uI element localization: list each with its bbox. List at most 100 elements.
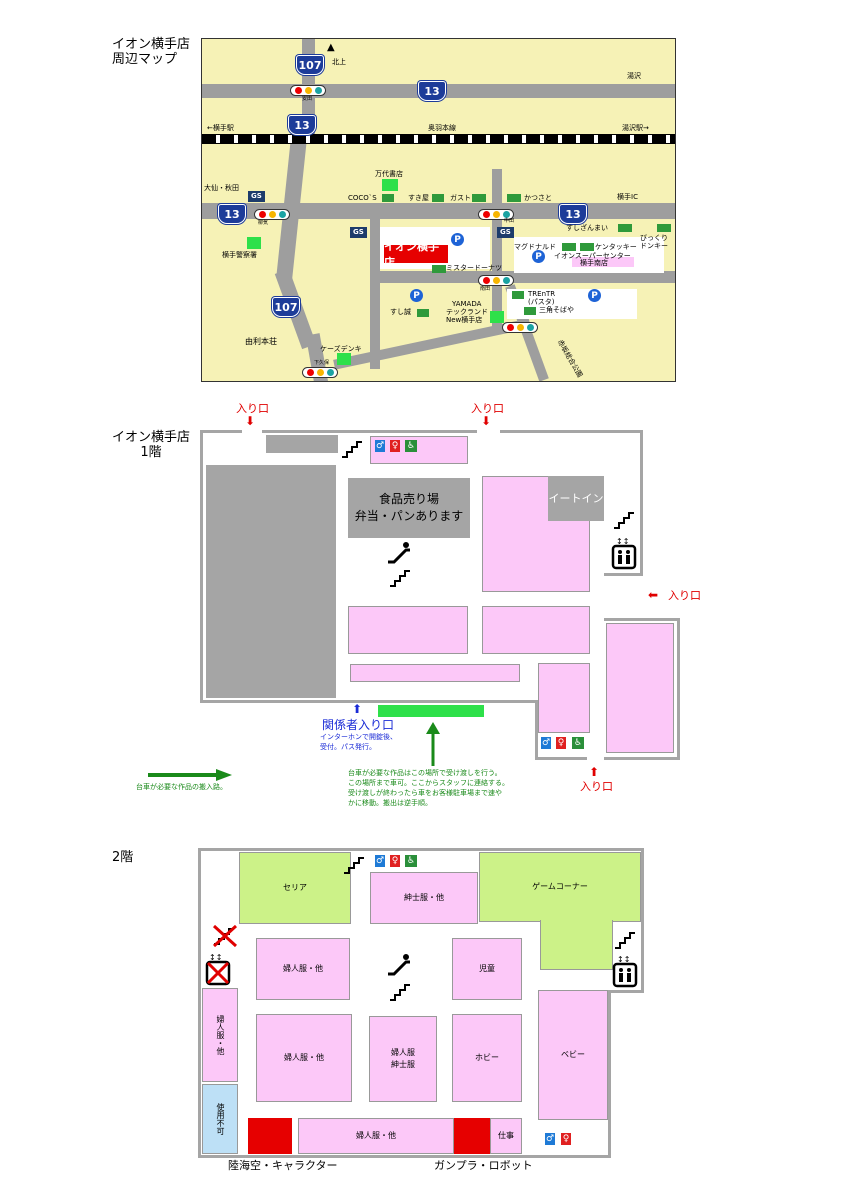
floor1-shop-block <box>350 664 520 682</box>
route107-shield: 107 <box>296 55 324 75</box>
unusable-area: 使用不可 <box>202 1084 238 1154</box>
arrow-down-icon: ⬇ <box>245 414 256 428</box>
map-title: イオン横手店 周辺マップ <box>112 37 191 67</box>
police-label: 横手警察署 <box>222 251 257 259</box>
bikkuri-label: ドンキー <box>640 242 668 250</box>
mens-shop: 紳士服・他 <box>370 872 478 924</box>
gas-station-icon: GS <box>350 227 367 238</box>
coco-label: COCO`S <box>348 194 377 202</box>
floor2-wall <box>198 848 644 851</box>
womens-shop: 婦人服・他 <box>298 1118 454 1154</box>
yamada-label: YAMADA <box>452 300 482 308</box>
gust-marker <box>472 194 486 202</box>
traffic-signal-icon <box>302 367 338 378</box>
road-aeon-west <box>370 219 380 369</box>
yamada-label: New横手店 <box>446 316 483 324</box>
mcdonalds-marker <box>562 243 576 251</box>
womens-shop: 婦人服・他 <box>256 938 350 1000</box>
legend-arrow-icon <box>148 769 232 781</box>
sushisei-marker <box>417 309 429 317</box>
route13-shield: 13 <box>218 204 246 224</box>
yamada-label: テックランド <box>446 308 488 316</box>
route107-shield: 107 <box>272 297 300 317</box>
game-corner: ゲームコーナー <box>479 852 641 922</box>
bikkuri-label: びっくり <box>640 234 668 242</box>
floor1-title: イオン横手店 1階 <box>112 430 191 460</box>
food-section: 食品売り場 弁当・パンあります <box>348 478 470 538</box>
chuo-label: 中田 <box>504 218 515 224</box>
wheelchair-icon: ♿ <box>572 737 584 749</box>
yamada-marker <box>490 311 504 323</box>
yokote-station-label: ←横手駅 <box>207 124 234 132</box>
floor1-wall <box>535 700 538 760</box>
floor1-wall <box>262 430 477 433</box>
ksdenki-label: ケーズデンキ <box>320 345 362 353</box>
sukiya-marker <box>432 194 444 202</box>
route13-shield: 13 <box>288 115 316 135</box>
staff-note: 受付。パス発行。 <box>320 743 376 751</box>
floor1-shop-block <box>348 606 468 654</box>
ksdenki-marker <box>337 353 351 365</box>
aeon-super-label: 横手南店 <box>580 259 608 267</box>
stairs-icon <box>342 441 362 458</box>
parking-icon: P <box>410 289 423 302</box>
floor1-wall <box>640 430 643 575</box>
restroom-area <box>370 436 468 464</box>
mandai-label: 万代書店 <box>375 170 403 178</box>
misdo-label: ミスタードーナツ <box>446 264 502 272</box>
floor1-wall <box>604 573 643 576</box>
road-south <box>372 271 675 283</box>
omagari-label: 大仙・秋田 <box>204 184 239 192</box>
yurihonjo-label: 由利本荘 <box>245 337 277 346</box>
staff-entrance-label: 関係者入り口 <box>322 718 395 732</box>
parking-building <box>206 465 336 698</box>
svg-text:↕↕: ↕↕ <box>209 953 222 962</box>
floor1-wall <box>535 757 587 760</box>
hobby-shop: ホビー <box>452 1014 522 1102</box>
womens-shop: 婦人服・他 <box>256 1014 352 1102</box>
police-marker <box>247 237 261 249</box>
traffic-signal-icon <box>290 85 326 96</box>
entrance-label: 入り口 <box>580 780 613 793</box>
gas-station-icon: GS <box>248 191 265 202</box>
legend-label: 台車が必要な作品の搬入路。 <box>136 783 227 791</box>
gunpla-label: ガンプラ・ロボット <box>434 1159 533 1172</box>
stairs-icon <box>615 932 635 949</box>
gunpla-display <box>454 1118 490 1154</box>
north-label: 北上 <box>332 58 346 66</box>
svg-text:↕↕: ↕↕ <box>616 537 629 546</box>
akasaka-park-label: 赤坂総合公園 <box>555 338 584 379</box>
male-restroom-icon: ♂ <box>541 737 551 749</box>
escalator-icon <box>388 954 410 976</box>
floor1-shop-block <box>538 663 590 733</box>
area-map: イオン横手店 107 13 13 13 13 107 GS GS GS P P … <box>201 38 676 382</box>
katsusato-label: かつさと <box>524 194 552 202</box>
mcdonalds-label: マグドナルド <box>514 243 556 251</box>
minamida-label: 南田 <box>480 286 491 292</box>
floor2-wall <box>641 848 644 993</box>
gust-label: ガスト <box>450 194 471 202</box>
male-restroom-icon: ♂ <box>545 1133 555 1145</box>
arrow-up-icon: ⬆ <box>352 702 363 716</box>
yasuda-label: 安田 <box>302 96 313 102</box>
route13-shield: 13 <box>559 204 587 224</box>
stairs-icon <box>390 570 410 587</box>
work-shop: 仕事 <box>490 1118 522 1154</box>
arrow-up-icon: ⬆ <box>589 765 600 779</box>
delivery-arrow-icon <box>426 722 440 766</box>
kids-shop: 児童 <box>452 938 522 1000</box>
elevator-icon: ↕↕ <box>612 955 638 988</box>
floor1-shop-block <box>482 606 590 654</box>
yuzawa-label: 湯沢 <box>627 72 641 80</box>
baby-shop: ベビー <box>538 990 608 1120</box>
yokote-ic-label: 横手IC <box>617 193 638 201</box>
sukiya-label: すき屋 <box>408 194 429 202</box>
bikkuri-marker <box>657 224 671 232</box>
arrow-down-icon: ⬇ <box>481 414 492 428</box>
aeon-super-marker <box>572 257 634 267</box>
wheelchair-icon: ♿ <box>405 855 417 867</box>
male-restroom-icon: ♂ <box>375 440 385 452</box>
yuzawa-station-label: 湯沢駅→ <box>622 124 649 132</box>
floor2-wall <box>608 990 644 993</box>
storage-block <box>266 435 338 453</box>
